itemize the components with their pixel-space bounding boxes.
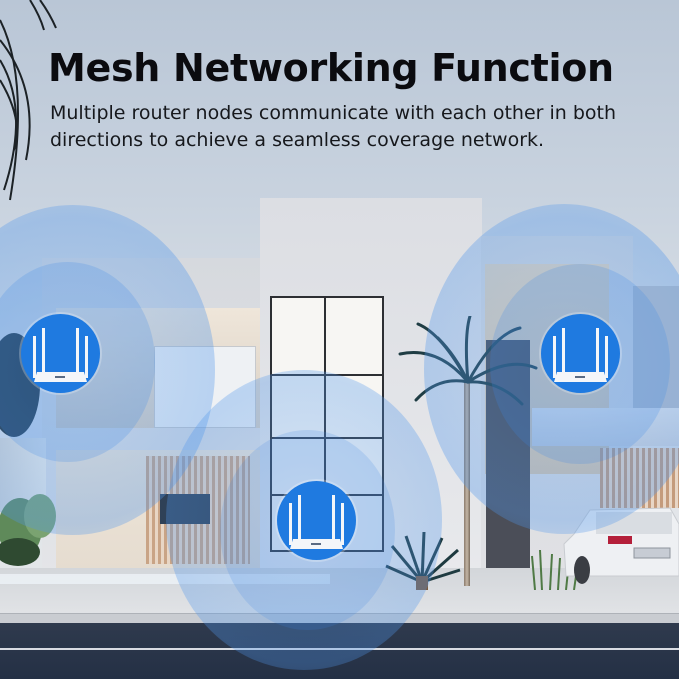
window-transom [270, 437, 382, 439]
palm-tree-icon [398, 316, 538, 406]
router-node-center [277, 481, 356, 560]
plant-icon [385, 532, 461, 590]
street [0, 623, 679, 679]
wifi-router-icon [553, 328, 608, 382]
headline-title: Mesh Networking Function [48, 46, 614, 90]
headline-subtitle: Multiple router nodes communicate with e… [50, 102, 617, 151]
car-icon [563, 507, 679, 584]
router-node-left [21, 314, 100, 393]
window-mullion [324, 296, 326, 548]
dark-cladding-panel [486, 340, 530, 570]
router-node-right [541, 314, 620, 393]
palm-fronds-icon [0, 0, 57, 201]
wifi-router-icon [289, 495, 344, 549]
palm-tree-trunk [464, 380, 470, 586]
road-marking [0, 648, 679, 650]
upper-window [154, 346, 256, 428]
far-right-building [633, 286, 679, 416]
television [160, 494, 210, 524]
sidewalk-curb [0, 613, 679, 624]
reflecting-pool [0, 574, 330, 584]
window-transom [270, 374, 382, 376]
plant-icon [0, 494, 56, 566]
garage-slat-wall [600, 448, 679, 508]
wifi-router-icon [33, 328, 88, 382]
carport-canopy [532, 408, 679, 446]
